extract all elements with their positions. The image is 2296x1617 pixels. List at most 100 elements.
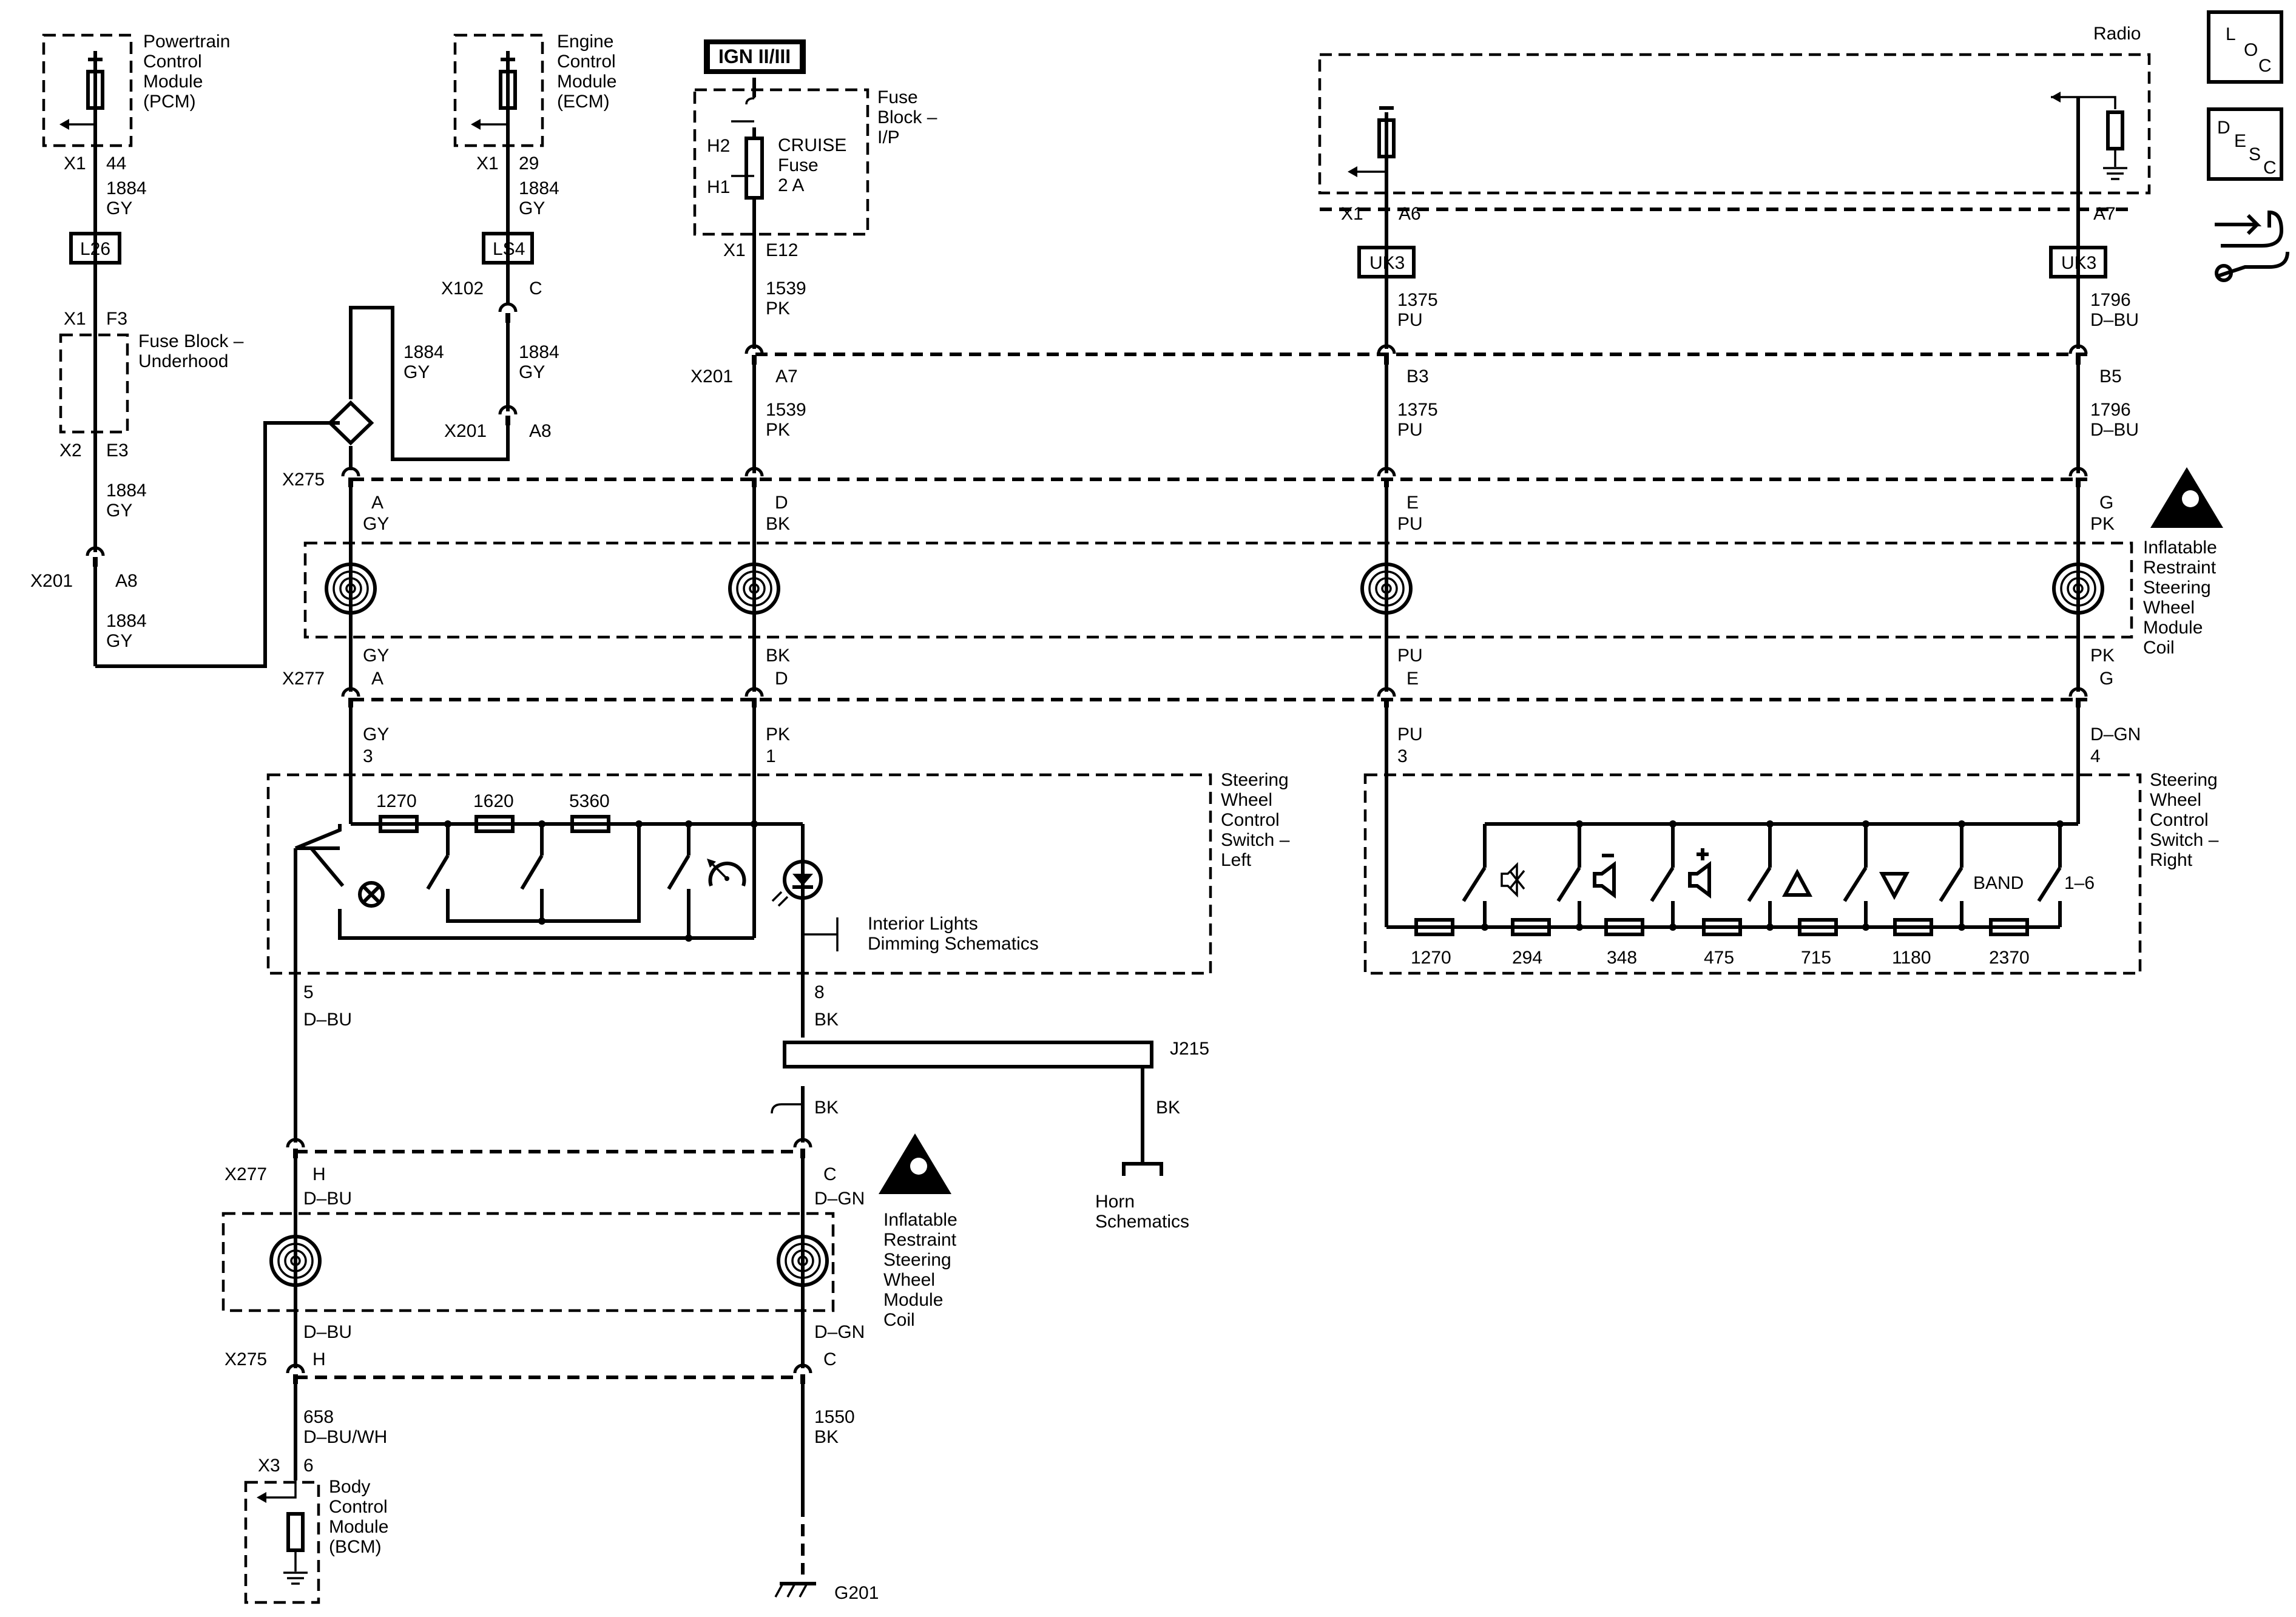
svg-text:D–BU: D–BU [2090, 420, 2139, 440]
clockspring-coils [271, 564, 2102, 1285]
svg-text:PU: PU [1397, 420, 1423, 440]
svg-text:A7: A7 [2093, 204, 2116, 224]
svg-text:PU: PU [1397, 724, 1423, 744]
loc-icon: L O C [2207, 10, 2283, 84]
svg-text:E3: E3 [106, 441, 129, 461]
led-icon [771, 860, 823, 907]
airbag-warning-icon [879, 467, 2223, 1194]
svg-text:1180: 1180 [1892, 948, 1931, 968]
svg-text:29: 29 [519, 154, 539, 174]
radio-label: Radio [2093, 24, 2141, 44]
wires [93, 67, 2080, 1575]
svg-text:E: E [1406, 669, 1419, 689]
svg-text:X1: X1 [723, 240, 746, 260]
svg-text:348: 348 [1607, 948, 1637, 968]
svg-text:GY: GY [519, 198, 545, 218]
swc-left-internals [295, 817, 839, 1038]
svg-text:PK: PK [766, 299, 790, 319]
svg-text:A8: A8 [115, 571, 138, 591]
svg-text:1796: 1796 [2090, 290, 2131, 310]
svg-text:1: 1 [766, 746, 776, 766]
svg-text:1539: 1539 [766, 279, 806, 299]
svg-text:X1: X1 [64, 154, 86, 174]
svg-text:715: 715 [1801, 948, 1831, 968]
svg-text:BK: BK [814, 1427, 839, 1447]
svg-text:A7: A7 [775, 366, 798, 387]
svg-text:C: C [2263, 158, 2277, 178]
svg-text:5360: 5360 [569, 791, 610, 811]
svg-text:GY: GY [363, 514, 389, 534]
svg-text:A: A [371, 669, 383, 689]
svg-text:6: 6 [303, 1456, 314, 1476]
svg-text:G201: G201 [834, 1583, 879, 1603]
svg-text:PK: PK [2090, 514, 2115, 534]
svg-text:PK: PK [766, 420, 790, 440]
svg-text:C: C [2258, 56, 2272, 76]
volume-up-icon [1688, 848, 1711, 899]
svg-text:X201: X201 [690, 366, 733, 387]
svg-text:PU: PU [1397, 646, 1423, 666]
svg-text:3: 3 [363, 746, 373, 766]
module-internals [59, 51, 2127, 1598]
svg-text:PU: PU [1397, 310, 1423, 330]
cancel-icon [358, 881, 385, 908]
svg-text:H: H [312, 1164, 326, 1184]
volume-down-icon [1593, 854, 1616, 899]
svg-text:BAND: BAND [1973, 873, 2024, 893]
svg-text:L: L [2226, 24, 2236, 44]
harness-lines [295, 208, 2133, 1379]
svg-text:475: 475 [1704, 948, 1734, 968]
svg-text:GY: GY [403, 362, 430, 382]
svg-text:X102: X102 [441, 279, 484, 299]
svg-text:A: A [371, 493, 383, 513]
svg-text:2370: 2370 [1989, 948, 2030, 968]
desc-icon: D E S C [2207, 107, 2283, 181]
svg-text:J215: J215 [1170, 1039, 1209, 1059]
svg-text:F3: F3 [106, 309, 127, 329]
svg-text:G: G [2099, 493, 2113, 513]
svg-text:S: S [2249, 144, 2261, 164]
svg-text:8: 8 [814, 982, 825, 1002]
option-boxes [69, 39, 2107, 279]
svg-text:C: C [823, 1164, 837, 1184]
svg-text:X2: X2 [59, 441, 82, 461]
svg-text:X277: X277 [282, 669, 325, 689]
svg-text:PK: PK [2090, 646, 2115, 666]
svg-text:D–BU/WH: D–BU/WH [303, 1427, 387, 1447]
svg-text:X277: X277 [225, 1164, 267, 1184]
svg-text:E: E [1406, 493, 1419, 513]
svg-text:1–6: 1–6 [2064, 873, 2095, 893]
svg-text:GY: GY [363, 646, 389, 666]
svg-text:1884: 1884 [106, 611, 147, 631]
svg-text:X1: X1 [1341, 204, 1363, 224]
svg-text:1796: 1796 [2090, 400, 2131, 420]
svg-text:GY: GY [106, 631, 132, 651]
svg-text:44: 44 [106, 154, 126, 174]
svg-text:1550: 1550 [814, 1407, 855, 1427]
svg-text:G: G [2099, 669, 2113, 689]
svg-text:294: 294 [1512, 948, 1542, 968]
svg-text:E12: E12 [766, 240, 798, 260]
svg-text:H: H [312, 1349, 326, 1369]
svg-text:1884: 1884 [106, 481, 147, 501]
svg-text:BK: BK [814, 1010, 839, 1030]
svg-text:E: E [2234, 131, 2246, 151]
svg-text:1270: 1270 [376, 791, 417, 811]
